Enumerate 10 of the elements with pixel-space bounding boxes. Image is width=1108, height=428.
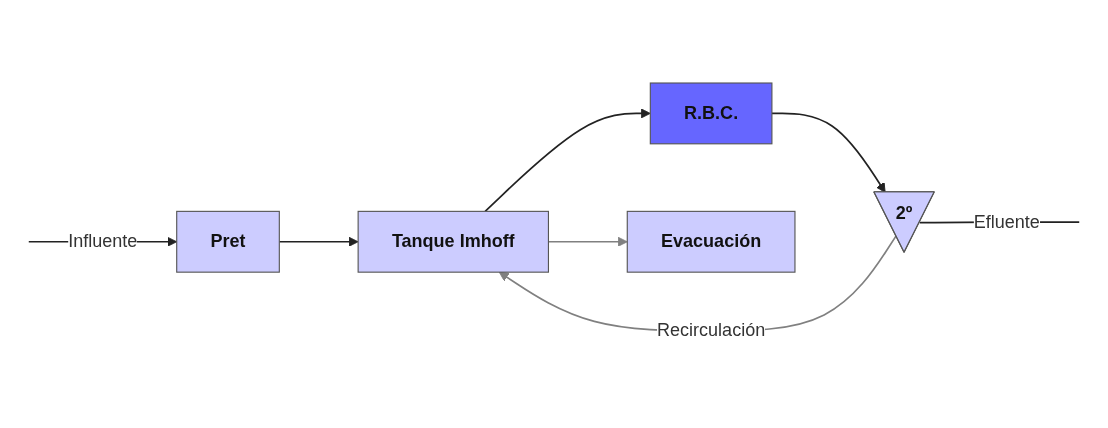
arrow — [771, 112, 886, 194]
node-box: R.B.C. — [649, 82, 773, 145]
edge-label: Recirculación — [657, 320, 766, 341]
node-box: Tanque Imhoff — [357, 211, 549, 274]
arrow — [498, 235, 897, 332]
arrow — [484, 108, 651, 213]
node-box: Evacuación — [626, 211, 796, 274]
node-box: Pret — [176, 211, 280, 274]
edge-label: Influente — [68, 232, 138, 252]
edge-label: Efluente — [973, 212, 1040, 232]
